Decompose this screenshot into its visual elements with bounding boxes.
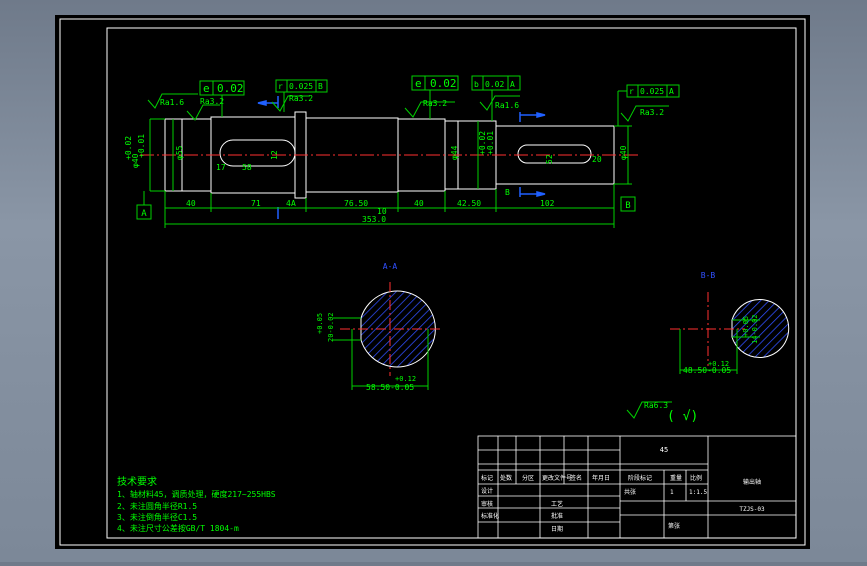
section-aa-key-tol: +0.05 <box>316 313 324 334</box>
dim-dia-left: φ40 <box>131 153 140 168</box>
tol-symbol-4: b <box>474 80 479 89</box>
tol-datum-4: A <box>510 80 515 89</box>
dim-dia-mid: φ44 <box>450 145 459 160</box>
notes-title: 技术要求 <box>117 475 157 488</box>
dim-small-20: 20 <box>592 155 602 164</box>
roughness-4: Ra3.2 <box>423 99 447 108</box>
tol-value-1: 0.02 <box>217 82 244 95</box>
tb-row-std: 标准化 <box>481 512 499 520</box>
dim-dia-55: φ55 <box>175 145 184 160</box>
tb-page: 第张 <box>668 522 680 530</box>
tb-header-0: 标记 <box>481 474 493 482</box>
dimension-lines <box>149 118 632 228</box>
technical-notes: 技术要求 1、轴材料45，调质处理，硬度217~255HBS 2、未注圆角半径R… <box>117 475 276 533</box>
tol-value-2: 0.025 <box>289 82 313 91</box>
section-bb: B-B +0.12 48.50-0.05 +0.05 14-0.02 <box>670 271 790 375</box>
tol-symbol-5: r <box>629 87 634 96</box>
outer-border <box>59 18 806 546</box>
dim-40b: 40 <box>414 199 424 208</box>
notes-item-3: 3、未注倒角半径C1.5 <box>117 512 197 522</box>
tb-row-check: 审核 <box>481 500 493 508</box>
dim-small-52: 52 <box>545 154 554 164</box>
datum-b-label: B <box>625 201 630 211</box>
dim-40: 40 <box>186 199 196 208</box>
dim-42: 42.50 <box>457 199 481 208</box>
tolerance-frames <box>147 75 680 419</box>
tb-drawing-code: TZJS-03 <box>739 506 765 513</box>
roughness-5: Ra1.6 <box>495 101 519 110</box>
dim-total: 353.0 <box>362 215 386 224</box>
roughness-1: Ra1.6 <box>160 98 184 107</box>
notes-item-1: 1、轴材料45，调质处理，硬度217~255HBS <box>117 489 276 499</box>
dim-dia-left-tol: +0.02 <box>124 136 133 160</box>
tb-scale-value: 1:1.5 <box>689 489 707 496</box>
dim-small-58: 58 <box>242 163 252 172</box>
tol-datum-2: B <box>318 82 323 91</box>
tol-value-5: 0.025 <box>640 87 664 96</box>
title-block-text: 45 标记 处数 分区 更改文件号 签名 年月日 设计 审核 标准化 工艺 批准… <box>481 446 765 533</box>
tb-row-process: 工艺 <box>551 500 563 508</box>
title-block <box>477 435 797 539</box>
dim-71: 71 <box>251 199 261 208</box>
dim-dia-mid-tol2: +0.01 <box>486 131 495 155</box>
notes-item-4: 4、未注尺寸公差按GB/T 1804-m <box>117 523 239 533</box>
roughness-2: Ra3.2 <box>200 97 224 106</box>
tb-weight-label: 重量 <box>670 474 682 482</box>
section-bb-width: 48.50-0.05 <box>683 366 731 375</box>
dim-small-17: 17 <box>216 163 226 172</box>
roughness-3: Ra3.2 <box>289 94 313 103</box>
tb-header-1: 处数 <box>500 474 512 482</box>
tol-symbol-2: r <box>278 82 283 91</box>
dim-small-4: 4 <box>286 199 291 208</box>
section-aa-key: 20-0.02 <box>327 312 335 342</box>
section-aa-top-tol: +0.12 <box>395 375 416 383</box>
tb-header-3: 更改文件号 <box>542 474 572 482</box>
section-aa: A-A +0.12 58.50-0.05 +0.05 20-0.02 <box>316 262 440 392</box>
dim-102: 102 <box>540 199 555 208</box>
tb-row-approve: 批准 <box>551 512 563 520</box>
section-bb-key-tol: +0.05 <box>742 316 750 337</box>
roughness-6: Ra3.2 <box>640 108 664 117</box>
dim-small-12: 12 <box>270 150 279 160</box>
dim-dia-mid-tol: +0.02 <box>478 131 487 155</box>
tb-header-5: 年月日 <box>592 474 610 482</box>
tb-material: 45 <box>660 446 668 454</box>
section-cut-marks <box>257 96 546 219</box>
tol-datum-5: A <box>669 87 674 96</box>
roughness-general: Ra6.3 <box>644 401 668 410</box>
dim-dia-right: φ40 <box>619 145 628 160</box>
datum-b: B <box>620 196 636 212</box>
tb-sheet: 共张 <box>624 488 636 496</box>
tb-row-date: 日期 <box>551 525 563 533</box>
tb-header-2: 分区 <box>522 474 534 482</box>
section-bb-top-tol: +0.12 <box>708 360 729 368</box>
dim-small-a: A <box>291 199 296 208</box>
inner-frame <box>106 27 797 539</box>
dim-small-b: B <box>505 188 510 197</box>
tb-stage-label: 阶段标记 <box>628 474 652 482</box>
section-aa-label: A-A <box>383 262 398 271</box>
tb-qty: 1 <box>670 489 674 496</box>
roughness-general-mark: ( √) <box>667 409 698 424</box>
tb-drawing-name: 输出轴 <box>743 478 761 486</box>
tb-row-design: 设计 <box>481 487 493 495</box>
tb-header-4: 签名 <box>570 474 582 482</box>
dim-small-10: 10 <box>377 207 387 216</box>
section-bb-key: 14-0.02 <box>751 314 759 344</box>
datum-a-label: A <box>141 209 147 219</box>
tol-value-4: 0.02 <box>485 80 504 89</box>
dim-76: 76.50 <box>344 199 368 208</box>
dim-dia-left-tol2: +0.01 <box>137 134 146 158</box>
notes-item-2: 2、未注圆角半径R1.5 <box>117 501 197 511</box>
tol-value-3: 0.02 <box>430 77 457 90</box>
tol-symbol-1: e <box>203 82 210 95</box>
datum-a: A <box>136 191 152 220</box>
tol-symbol-3: e <box>415 77 422 90</box>
sheet-background <box>55 15 810 549</box>
section-bb-label: B-B <box>701 271 716 280</box>
section-aa-width: 58.50-0.05 <box>366 383 414 392</box>
tb-scale-label: 比例 <box>690 474 702 482</box>
